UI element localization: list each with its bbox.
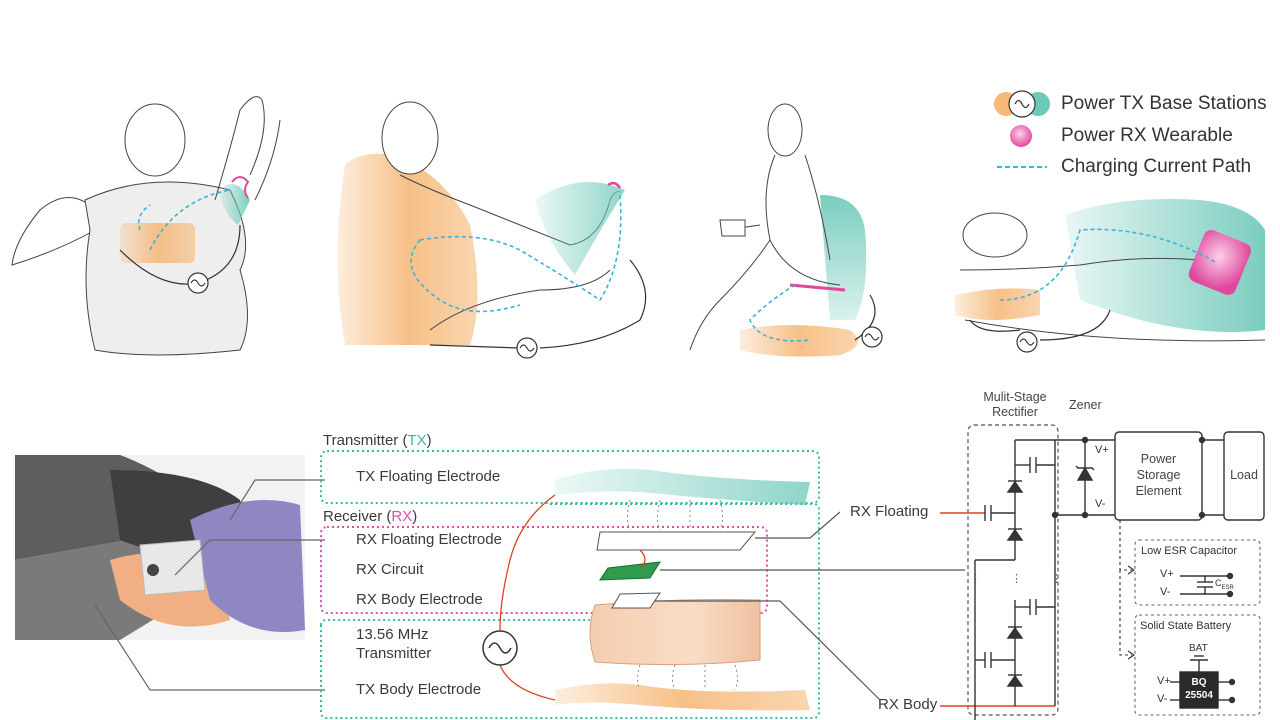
cap-c-label: CESR <box>1215 578 1234 591</box>
load-label: Load <box>1224 468 1264 482</box>
zener-label: Zener <box>1069 398 1102 412</box>
legend-tx-icon <box>994 91 1050 117</box>
bat-v-plus: V+ <box>1157 675 1171 687</box>
bat-v-minus: V- <box>1157 693 1167 705</box>
ellipsis-3: ⋮ <box>1051 572 1062 585</box>
bat-label: BAT <box>1189 643 1208 654</box>
cap-v-minus: V- <box>1160 586 1170 598</box>
legend-rx-icon <box>1010 125 1032 147</box>
scene-chair <box>690 104 882 357</box>
legend-tx-label: Power TX Base Stations <box>1061 93 1267 115</box>
legend-rx-label: Power RX Wearable <box>1061 125 1233 147</box>
v-minus-label: V- <box>1095 498 1105 510</box>
transmitter-heading: Transmitter (TX) <box>323 432 432 449</box>
tx-floating-electrode-shape <box>555 469 810 505</box>
solid-state-label: Solid State Battery <box>1140 620 1231 632</box>
legend-path-label: Charging Current Path <box>1061 156 1251 178</box>
rx-circuit-shape <box>600 562 660 580</box>
rx-body-label: RX Body <box>878 696 937 713</box>
rx-floating-electrode-shape <box>597 532 755 550</box>
rx-body-electrode-label: RX Body Electrode <box>356 591 483 608</box>
rx-floating-electrode-label: RX Floating Electrode <box>356 531 502 548</box>
cap-v-plus: V+ <box>1160 568 1174 580</box>
tx-body-electrode-label: TX Body Electrode <box>356 681 481 698</box>
scene-driver <box>338 102 646 358</box>
receiver-heading: Receiver (RX) <box>323 508 417 525</box>
transmitter-freq-line1: 13.56 MHz <box>356 626 429 643</box>
tx-floating-electrode-label: TX Floating Electrode <box>356 468 500 485</box>
ellipsis-1: ⋮ <box>970 572 981 585</box>
power-storage-label: PowerStorageElement <box>1117 451 1200 499</box>
low-esr-label: Low ESR Capacitor <box>1141 545 1237 557</box>
transmitter-freq-line2: Transmitter <box>356 645 431 662</box>
scene-shirt <box>12 97 280 355</box>
ellipsis-2: ⋮ <box>1011 572 1022 585</box>
body-segment-shape <box>590 600 760 665</box>
photo-leg-prototype <box>15 455 305 640</box>
scene-bed <box>955 199 1265 352</box>
rectifier-label: Mulit-StageRectifier <box>970 390 1060 420</box>
tx-body-electrode-shape <box>555 683 810 710</box>
chip-label: BQ25504 <box>1180 676 1218 702</box>
rx-circuit-label: RX Circuit <box>356 561 424 578</box>
v-plus-label: V+ <box>1095 444 1109 456</box>
rx-floating-label: RX Floating <box>850 503 928 520</box>
